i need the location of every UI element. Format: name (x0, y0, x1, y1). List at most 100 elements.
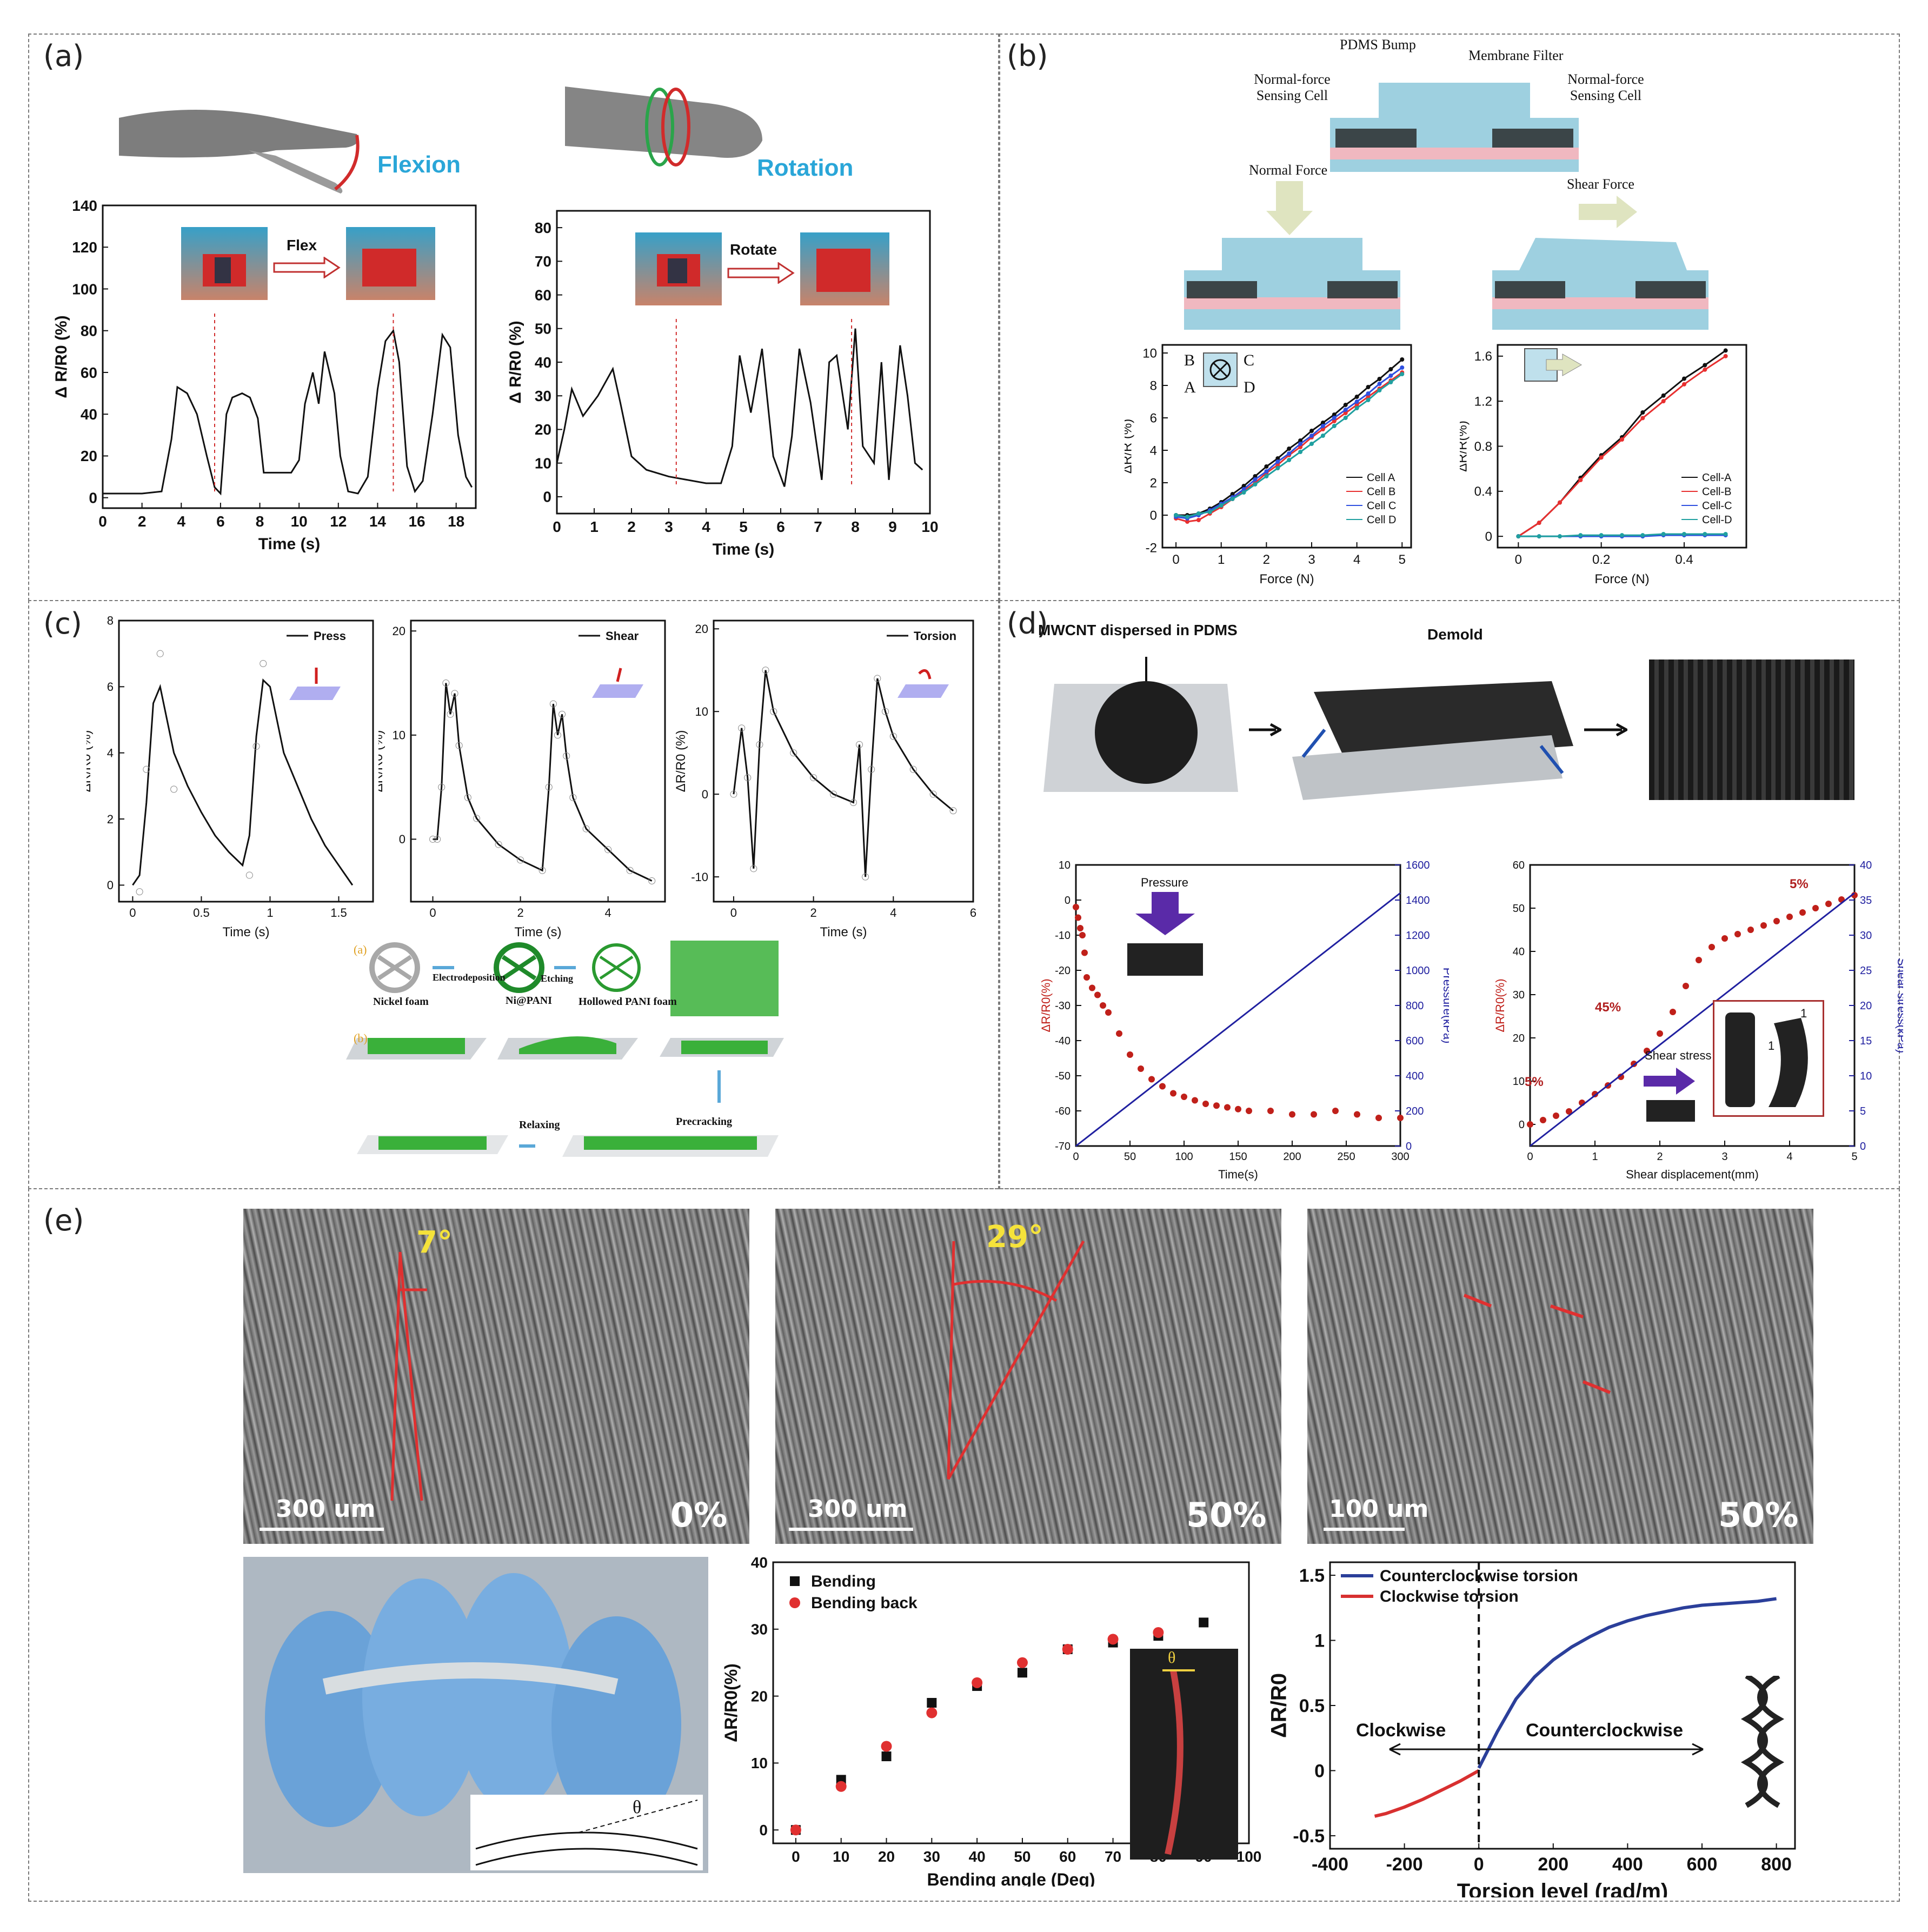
data-point (1723, 532, 1728, 536)
data-point (1400, 372, 1405, 376)
y-tick-label: 0 (399, 832, 405, 846)
data-point (1377, 382, 1382, 386)
y-tick-label: 60 (535, 287, 551, 303)
data-point (442, 679, 450, 687)
data-point (1311, 1111, 1317, 1118)
data-point (1192, 1097, 1198, 1104)
data-point (1332, 412, 1337, 417)
x-tick-label: 0 (429, 906, 436, 920)
data-point (1682, 382, 1686, 387)
y-tick-label: 0.4 (1474, 484, 1492, 499)
data-point (1553, 1112, 1559, 1119)
inset-letter-a: A (1184, 378, 1196, 396)
data-point (882, 708, 889, 715)
legend-label: Cell-A (1702, 472, 1732, 484)
y-tick-label: 2 (107, 812, 114, 826)
data-point (1537, 521, 1541, 525)
data-point (1075, 914, 1081, 921)
shear-force-label: Shear Force (1567, 176, 1634, 192)
x-tick-label: 5 (739, 518, 748, 535)
y-tick-label: 1 (1314, 1630, 1325, 1651)
data-point (874, 675, 881, 682)
data-point (1199, 1617, 1209, 1628)
x-tick-label: 100 (1175, 1151, 1193, 1163)
y2-axis-label: Shear stress(kPa) (1895, 958, 1903, 1053)
data-point (495, 841, 502, 848)
data-point (1566, 1108, 1572, 1115)
data-point (1230, 497, 1235, 501)
data-point (730, 790, 737, 798)
x-tick-label: 2 (517, 906, 523, 920)
panel-label-e: (e) (43, 1203, 84, 1237)
data-point (1107, 1634, 1119, 1645)
y-axis-label: ΔR/R0(%) (721, 1663, 741, 1742)
data-point (1153, 1627, 1164, 1638)
plot-frame (410, 619, 666, 903)
rotate-text: Rotate (730, 241, 777, 258)
data-point (835, 1781, 847, 1792)
hollowed-pani-icon (592, 943, 641, 992)
data-point (1264, 464, 1269, 469)
panel-label-a: (a) (43, 39, 84, 73)
x-tick-label: 6 (776, 518, 785, 535)
data-point (830, 790, 837, 798)
data-point (554, 731, 561, 739)
data-point (1196, 518, 1201, 522)
y-tick-label: 50 (1513, 903, 1525, 915)
series-line-data (103, 329, 473, 496)
data-point (1825, 901, 1832, 907)
data-point (1298, 438, 1303, 443)
data-point (1388, 367, 1393, 371)
sem-scale-0pct: 300 um (276, 1495, 376, 1523)
x-tick-label: 100 (1236, 1848, 1262, 1865)
y-tick-label: 1.5 (1299, 1565, 1325, 1586)
x-axis-label: Torsion level (rad/m) (1457, 1880, 1668, 1897)
x-tick-label: 9 (888, 518, 897, 535)
x-tick-label: 800 (1761, 1854, 1792, 1875)
data-point (1116, 1030, 1122, 1037)
data-point (1287, 451, 1292, 456)
data-point (1747, 927, 1754, 933)
x-tick-label: 6 (970, 906, 976, 920)
data-point (1661, 393, 1666, 398)
data-point (1540, 1117, 1546, 1123)
bending-inset-photo: θ (1130, 1649, 1238, 1860)
x-tick-label: 10 (921, 518, 938, 535)
x-tick-label: 4 (177, 513, 185, 530)
legend-label: Cell-C (1702, 500, 1732, 512)
data-point (473, 815, 481, 822)
y2-tick-label: 200 (1406, 1105, 1424, 1117)
data-point (1246, 1108, 1252, 1114)
x-tick-label: 18 (448, 513, 464, 530)
data-point (1017, 1668, 1027, 1678)
y-axis-label: ΔR/R(%) (1460, 421, 1470, 472)
data-point (1343, 411, 1348, 415)
data-point (1224, 1104, 1231, 1111)
x-tick-label: 0 (1172, 552, 1179, 567)
y-tick-label: 10 (535, 455, 551, 471)
data-point (1388, 380, 1393, 384)
y-tick-label: -0.5 (1293, 1826, 1325, 1847)
x-tick-label: 0 (553, 518, 561, 535)
series-line-Clockwise torsion (1374, 1769, 1480, 1818)
data-point (1202, 1101, 1209, 1107)
panel-label-b: (b) (1007, 39, 1048, 73)
y2-tick-label: 25 (1860, 965, 1872, 977)
data-point (1354, 1111, 1360, 1118)
x-axis-label: Shear displacement(mm) (1626, 1168, 1759, 1181)
data-point (790, 749, 797, 757)
data-point (889, 732, 897, 740)
x-tick-label: 14 (369, 513, 387, 530)
data-point (1105, 1009, 1112, 1016)
y-tick-label: 20 (535, 421, 551, 438)
data-point (1400, 365, 1405, 370)
scheme-row-b-label: (b) (354, 1031, 368, 1045)
x-tick-label: 0.4 (1675, 552, 1693, 567)
flex-arrow-icon (273, 256, 341, 281)
pillar-deformation-inset (1713, 1000, 1824, 1117)
etching-label: Etching (541, 973, 574, 984)
data-point (1332, 419, 1337, 423)
y-tick-label: -20 (1055, 965, 1071, 977)
data-point (1207, 510, 1212, 514)
